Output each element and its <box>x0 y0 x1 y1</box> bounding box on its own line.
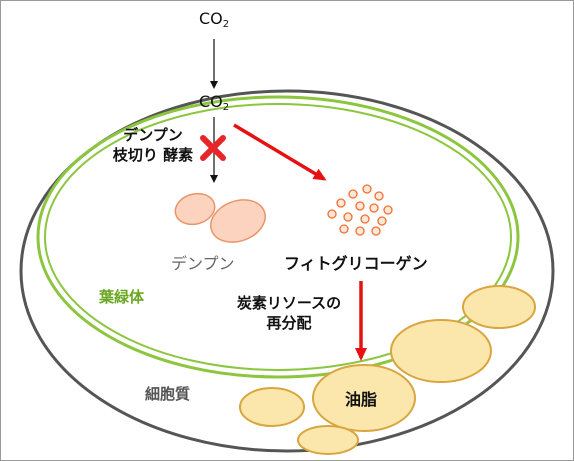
redirect-to-phytoglycogen-arrow <box>233 123 327 181</box>
oil-bodies <box>239 285 536 455</box>
cytoplasm-label: 細胞質 <box>145 385 191 403</box>
chloroplast-outer-membrane <box>36 95 520 379</box>
co2-label-top: CO2 <box>199 9 230 30</box>
starch-granule <box>210 199 266 243</box>
phytoglycogen-particles <box>327 184 393 236</box>
cross-icon <box>200 135 226 161</box>
starch-granule <box>174 192 216 226</box>
oil-label: 油脂 <box>345 390 378 409</box>
chloroplast-label: 葉緑体 <box>99 288 145 306</box>
starch-debranching-enzyme-label: デンプン 枝切り 酵素 <box>112 126 194 164</box>
carbon-redistribution-label: 炭素リソースの 再分配 <box>236 294 342 332</box>
starch-label: デンプン <box>171 254 235 273</box>
phytoglycogen-label: フィトグリコーゲン <box>284 254 428 273</box>
cell-outline <box>19 89 555 453</box>
chloroplast-inner-membrane <box>44 103 512 371</box>
co2-label-chloroplast: CO2 <box>199 92 230 113</box>
